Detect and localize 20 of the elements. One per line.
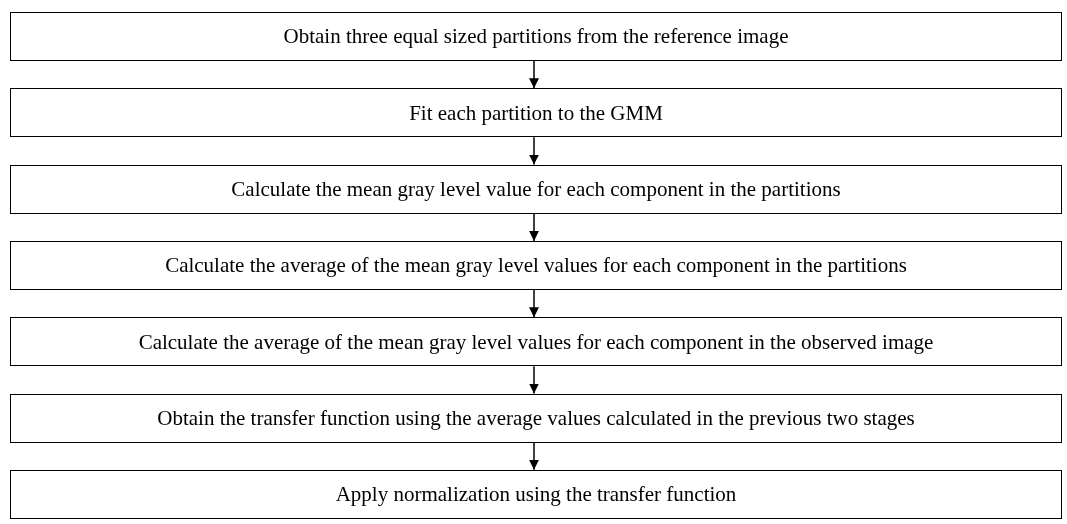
arrow <box>529 212 539 242</box>
step-text: Obtain the transfer function using the average values calculated in the previous two stages <box>157 404 915 432</box>
arrow <box>529 441 539 471</box>
arrow <box>529 365 539 395</box>
arrow <box>529 289 539 318</box>
process-box <box>10 12 1062 61</box>
arrow <box>529 60 539 90</box>
process-box <box>10 469 1062 519</box>
step-text: Calculate the mean gray level value for each component in the partitions <box>231 175 841 203</box>
process-box <box>10 164 1062 214</box>
step-text: Calculate the average of the mean gray level values for each component in the observed image <box>138 328 934 355</box>
process-box <box>10 317 1062 367</box>
step-text: Obtain three equal sized partitions from the reference image <box>283 23 789 50</box>
arrow <box>529 136 539 166</box>
process-box <box>10 88 1062 138</box>
step-text: Apply normalization using the transfer function <box>335 481 737 508</box>
step-text: Fit each partition to the GMM <box>409 99 663 126</box>
process-box <box>10 240 1062 290</box>
process-box <box>10 393 1062 443</box>
step-text: Calculate the average of the mean gray level values for each component in the partitions <box>165 252 907 279</box>
